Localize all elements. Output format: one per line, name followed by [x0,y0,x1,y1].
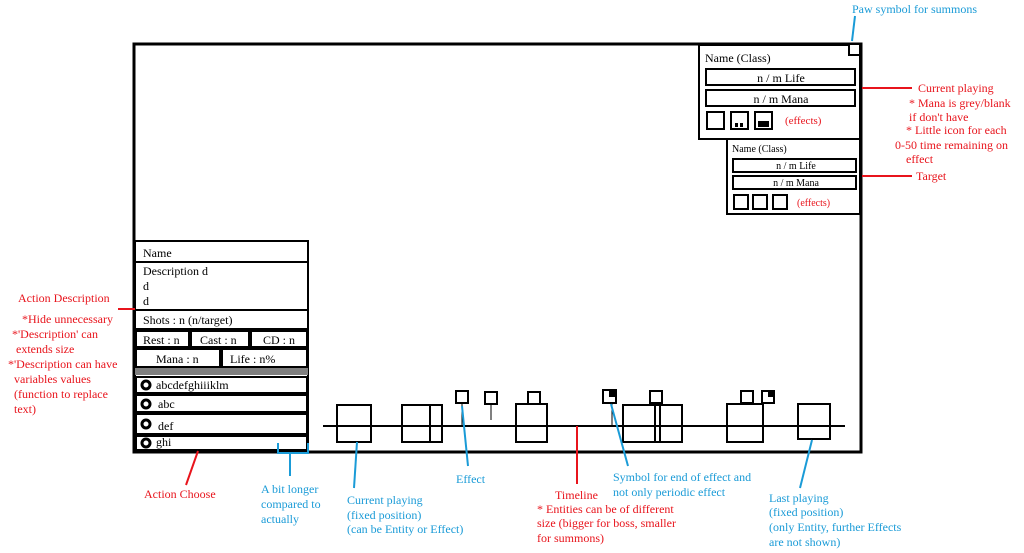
action-choice-item[interactable] [135,413,308,435]
action-description-annotation: (function to replace [14,387,108,401]
current-player-panel: Name (Class) n / m Life n / m Mana (effe… [698,43,861,140]
current-playing-timeline-annotation: Current playing [347,493,423,507]
annotation-connectors [118,15,912,489]
action-radio-icon[interactable] [140,398,152,410]
last-playing-annotation: Last playing [769,491,829,505]
current-playing-annotation: 0-50 time remaining on [895,138,1008,152]
effect-timer-tick-icon [758,121,769,127]
action-choice-label[interactable]: abc [158,397,175,411]
action-radio-icon[interactable] [140,379,152,391]
target-effect-slot-icon [752,194,768,210]
target-mana-bar [732,175,857,190]
action-panel: Name Description d d d Shots : n (n/targ… [134,240,309,452]
action-choice-label[interactable]: abcdefghiiiklm [156,378,229,392]
effect-slot-icon [730,111,749,130]
action-description-annotation: Action Description [18,291,110,305]
target-mana-label: n / m Mana [773,178,819,189]
player-mana-bar [705,89,856,107]
current-playing-annotation: * Little icon for each [906,123,1007,137]
current-playing-timeline-annotation: (fixed position) [347,508,421,522]
player-life-bar [705,68,856,86]
action-rest: Rest : n [143,333,180,347]
timeline-annotation: * Entities can be of different [537,502,674,516]
action-radio-icon[interactable] [140,418,152,430]
current-playing-annotation: * Mana is grey/blank [909,96,1011,110]
action-cast: Cast : n [200,333,237,347]
action-description-line: d [143,294,149,308]
action-description-annotation: extends size [16,342,74,356]
action-description-annotation: text) [14,402,36,416]
timeline-entity [515,403,548,443]
paw-annotation: Paw symbol for summons [852,2,977,16]
target-life-bar [732,158,857,173]
target-life-label: n / m Life [776,161,816,172]
player-effects-label: (effects) [785,115,822,127]
paw-icon [848,43,861,56]
end-of-effect-mark-icon [609,390,616,397]
current-playing-timeline-annotation: (can be Entity or Effect) [347,522,463,536]
action-choose-annotation: Action Choose [144,487,216,501]
action-life-cost: Life : n% [230,352,275,366]
current-playing-annotation: if don't have [909,110,968,124]
bit-longer-annotation: compared to [261,497,321,511]
action-choice-item[interactable] [135,376,308,394]
current-playing-annotation: Current playing [918,81,994,95]
action-choice-item[interactable] [135,394,308,413]
action-panel-separator [135,368,308,375]
effect-timer-tick-icon [735,123,738,127]
target-annotation: Target [916,169,947,183]
timeline-annotation: for summons) [537,531,604,545]
target-effect-slot-icon [733,194,749,210]
effect-annotation: Effect [456,472,486,486]
effect-timer-tick-icon [740,123,743,127]
timeline-entity [622,404,683,443]
timeline-effect-icon [527,391,541,405]
annotations: Paw symbol for summons Current playing *… [8,2,1011,549]
bit-longer-annotation: A bit longer [261,482,318,496]
target-effects-label: (effects) [797,198,830,209]
last-playing-annotation: (fixed position) [769,505,843,519]
timeline-entity [726,403,764,443]
end-effect-annotation: Symbol for end of effect and [613,470,751,484]
action-choice-label[interactable]: ghi [156,435,172,449]
timeline-entity [797,403,831,440]
effect-slot-icon [754,111,773,130]
timeline-effect-icon [649,390,663,404]
action-description-annotation: *'Description can have [8,357,117,371]
target-name: Name (Class) [732,144,787,155]
timeline-entity [336,404,372,443]
action-description-annotation: *'Description' can [12,327,98,341]
action-shots: Shots : n (n/target) [143,313,232,327]
end-effect-annotation: not only periodic effect [613,485,726,499]
timeline-annotation: Timeline [555,488,598,502]
player-life-label: n / m Life [757,71,805,85]
action-name: Name [143,246,172,260]
bit-longer-annotation: actually [261,512,299,526]
timeline-effect-icon [455,390,469,404]
player-name: Name (Class) [705,51,771,65]
target-effect-slot-icon [772,194,788,210]
end-of-effect-mark-icon [768,391,774,397]
current-playing-annotation: effect [906,152,934,166]
timeline-entity [401,404,443,443]
action-description-annotation: *Hide unnecessary [22,312,113,326]
target-panel: Name (Class) n / m Life n / m Mana (effe… [726,138,861,215]
action-radio-icon[interactable] [140,437,152,449]
action-mana-cost: Mana : n [156,352,199,366]
action-description-line: d [143,279,149,293]
timeline [323,389,845,443]
player-mana-label: n / m Mana [754,92,810,106]
action-description-annotation: variables values [14,372,91,386]
action-cooldown: CD : n [263,333,295,347]
last-playing-annotation: (only Entity, further Effects [769,520,902,534]
timeline-annotation: size (bigger for boss, smaller [537,516,676,530]
effect-slot-icon [706,111,725,130]
action-description-line: Description d [143,264,208,278]
timeline-effect-icon [484,391,498,405]
action-choice-label[interactable]: def [158,419,173,433]
last-playing-annotation: are not shown) [769,535,840,549]
timeline-effect-icon [740,390,754,404]
